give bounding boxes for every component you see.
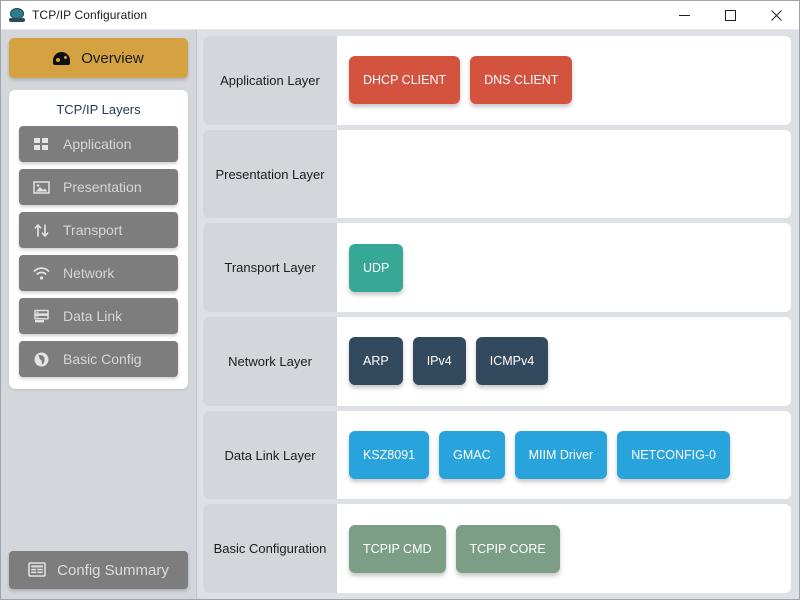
network-globe-icon: [9, 7, 25, 23]
sidebar-spacer: [9, 389, 188, 551]
layers-panel: Application Layer DHCP CLIENT DNS CLIENT…: [197, 30, 799, 599]
row-items: [337, 130, 791, 219]
overview-button[interactable]: Overview: [9, 38, 188, 78]
module-chip[interactable]: KSZ8091: [349, 431, 430, 480]
row-items: DHCP CLIENT DNS CLIENT: [337, 36, 791, 125]
sidebar-item-network[interactable]: Network: [19, 255, 178, 291]
layer-row-application: Application Layer DHCP CLIENT DNS CLIENT: [203, 36, 791, 125]
config-summary-label: Config Summary: [57, 561, 169, 579]
globe-icon: [33, 351, 50, 368]
module-chip[interactable]: NETCONFIG-0: [617, 431, 730, 480]
sidebar-item-transport[interactable]: Transport: [19, 212, 178, 248]
tcpip-layers-card: TCP/IP Layers Application Presentation: [9, 90, 188, 389]
module-chip[interactable]: UDP: [349, 243, 404, 292]
sidebar: Overview TCP/IP Layers Application Prese…: [1, 30, 197, 599]
sidebar-item-label: Presentation: [63, 179, 142, 195]
wifi-icon: [33, 265, 50, 282]
window-body: Overview TCP/IP Layers Application Prese…: [1, 30, 799, 599]
server-stack-icon: [33, 308, 50, 325]
row-items: UDP: [337, 223, 791, 312]
row-items: ARP IPv4 ICMPv4: [337, 317, 791, 406]
minimize-button[interactable]: [661, 1, 707, 30]
module-chip[interactable]: ARP: [349, 337, 403, 386]
window-controls: [661, 1, 799, 30]
row-label: Basic Configuration: [203, 504, 337, 594]
row-items: KSZ8091 GMAC MIIM Driver NETCONFIG-0: [337, 411, 791, 500]
row-label: Network Layer: [203, 317, 337, 406]
sidebar-item-data-link[interactable]: Data Link: [19, 298, 178, 334]
sidebar-item-label: Data Link: [63, 308, 123, 324]
image-icon: [33, 179, 50, 196]
layer-row-basic-configuration: Basic Configuration TCPIP CMD TCPIP CORE: [203, 504, 791, 594]
sidebar-item-label: Basic Config: [63, 351, 142, 367]
sidebar-item-label: Transport: [63, 222, 123, 238]
row-label: Data Link Layer: [203, 410, 337, 500]
grid-icon: [33, 136, 50, 153]
tcpip-layers-title: TCP/IP Layers: [56, 102, 141, 117]
module-chip[interactable]: TCPIP CORE: [455, 524, 560, 573]
sidebar-item-presentation[interactable]: Presentation: [19, 169, 178, 205]
row-items: TCPIP CMD TCPIP CORE: [337, 504, 791, 593]
layer-row-data-link: Data Link Layer KSZ8091 GMAC MIIM Driver…: [203, 410, 791, 500]
module-chip[interactable]: GMAC: [439, 431, 505, 480]
row-label: Transport Layer: [203, 223, 337, 313]
arrows-updown-icon: [33, 222, 50, 239]
sidebar-item-label: Application: [63, 136, 132, 152]
config-summary-button[interactable]: Config Summary: [9, 551, 188, 589]
maximize-button[interactable]: [707, 1, 753, 30]
title-bar: TCP/IP Configuration: [1, 1, 799, 30]
row-label: Presentation Layer: [203, 129, 337, 219]
window-title: TCP/IP Configuration: [32, 8, 148, 22]
gauge-icon: [53, 51, 71, 65]
module-chip[interactable]: DNS CLIENT: [470, 56, 573, 105]
sidebar-item-basic-config[interactable]: Basic Config: [19, 341, 178, 377]
close-button[interactable]: [753, 1, 799, 30]
module-chip[interactable]: ICMPv4: [475, 337, 549, 386]
module-chip[interactable]: TCPIP CMD: [349, 524, 446, 573]
module-chip[interactable]: MIIM Driver: [514, 431, 608, 480]
list-table-icon: [28, 561, 46, 579]
layer-row-presentation: Presentation Layer: [203, 129, 791, 219]
layer-row-network: Network Layer ARP IPv4 ICMPv4: [203, 317, 791, 406]
sidebar-item-label: Network: [63, 265, 115, 281]
sidebar-item-application[interactable]: Application: [19, 126, 178, 162]
overview-button-label: Overview: [81, 49, 144, 67]
module-chip[interactable]: IPv4: [412, 337, 466, 386]
layer-row-transport: Transport Layer UDP: [203, 223, 791, 313]
row-label: Application Layer: [203, 36, 337, 125]
module-chip[interactable]: DHCP CLIENT: [349, 56, 461, 105]
